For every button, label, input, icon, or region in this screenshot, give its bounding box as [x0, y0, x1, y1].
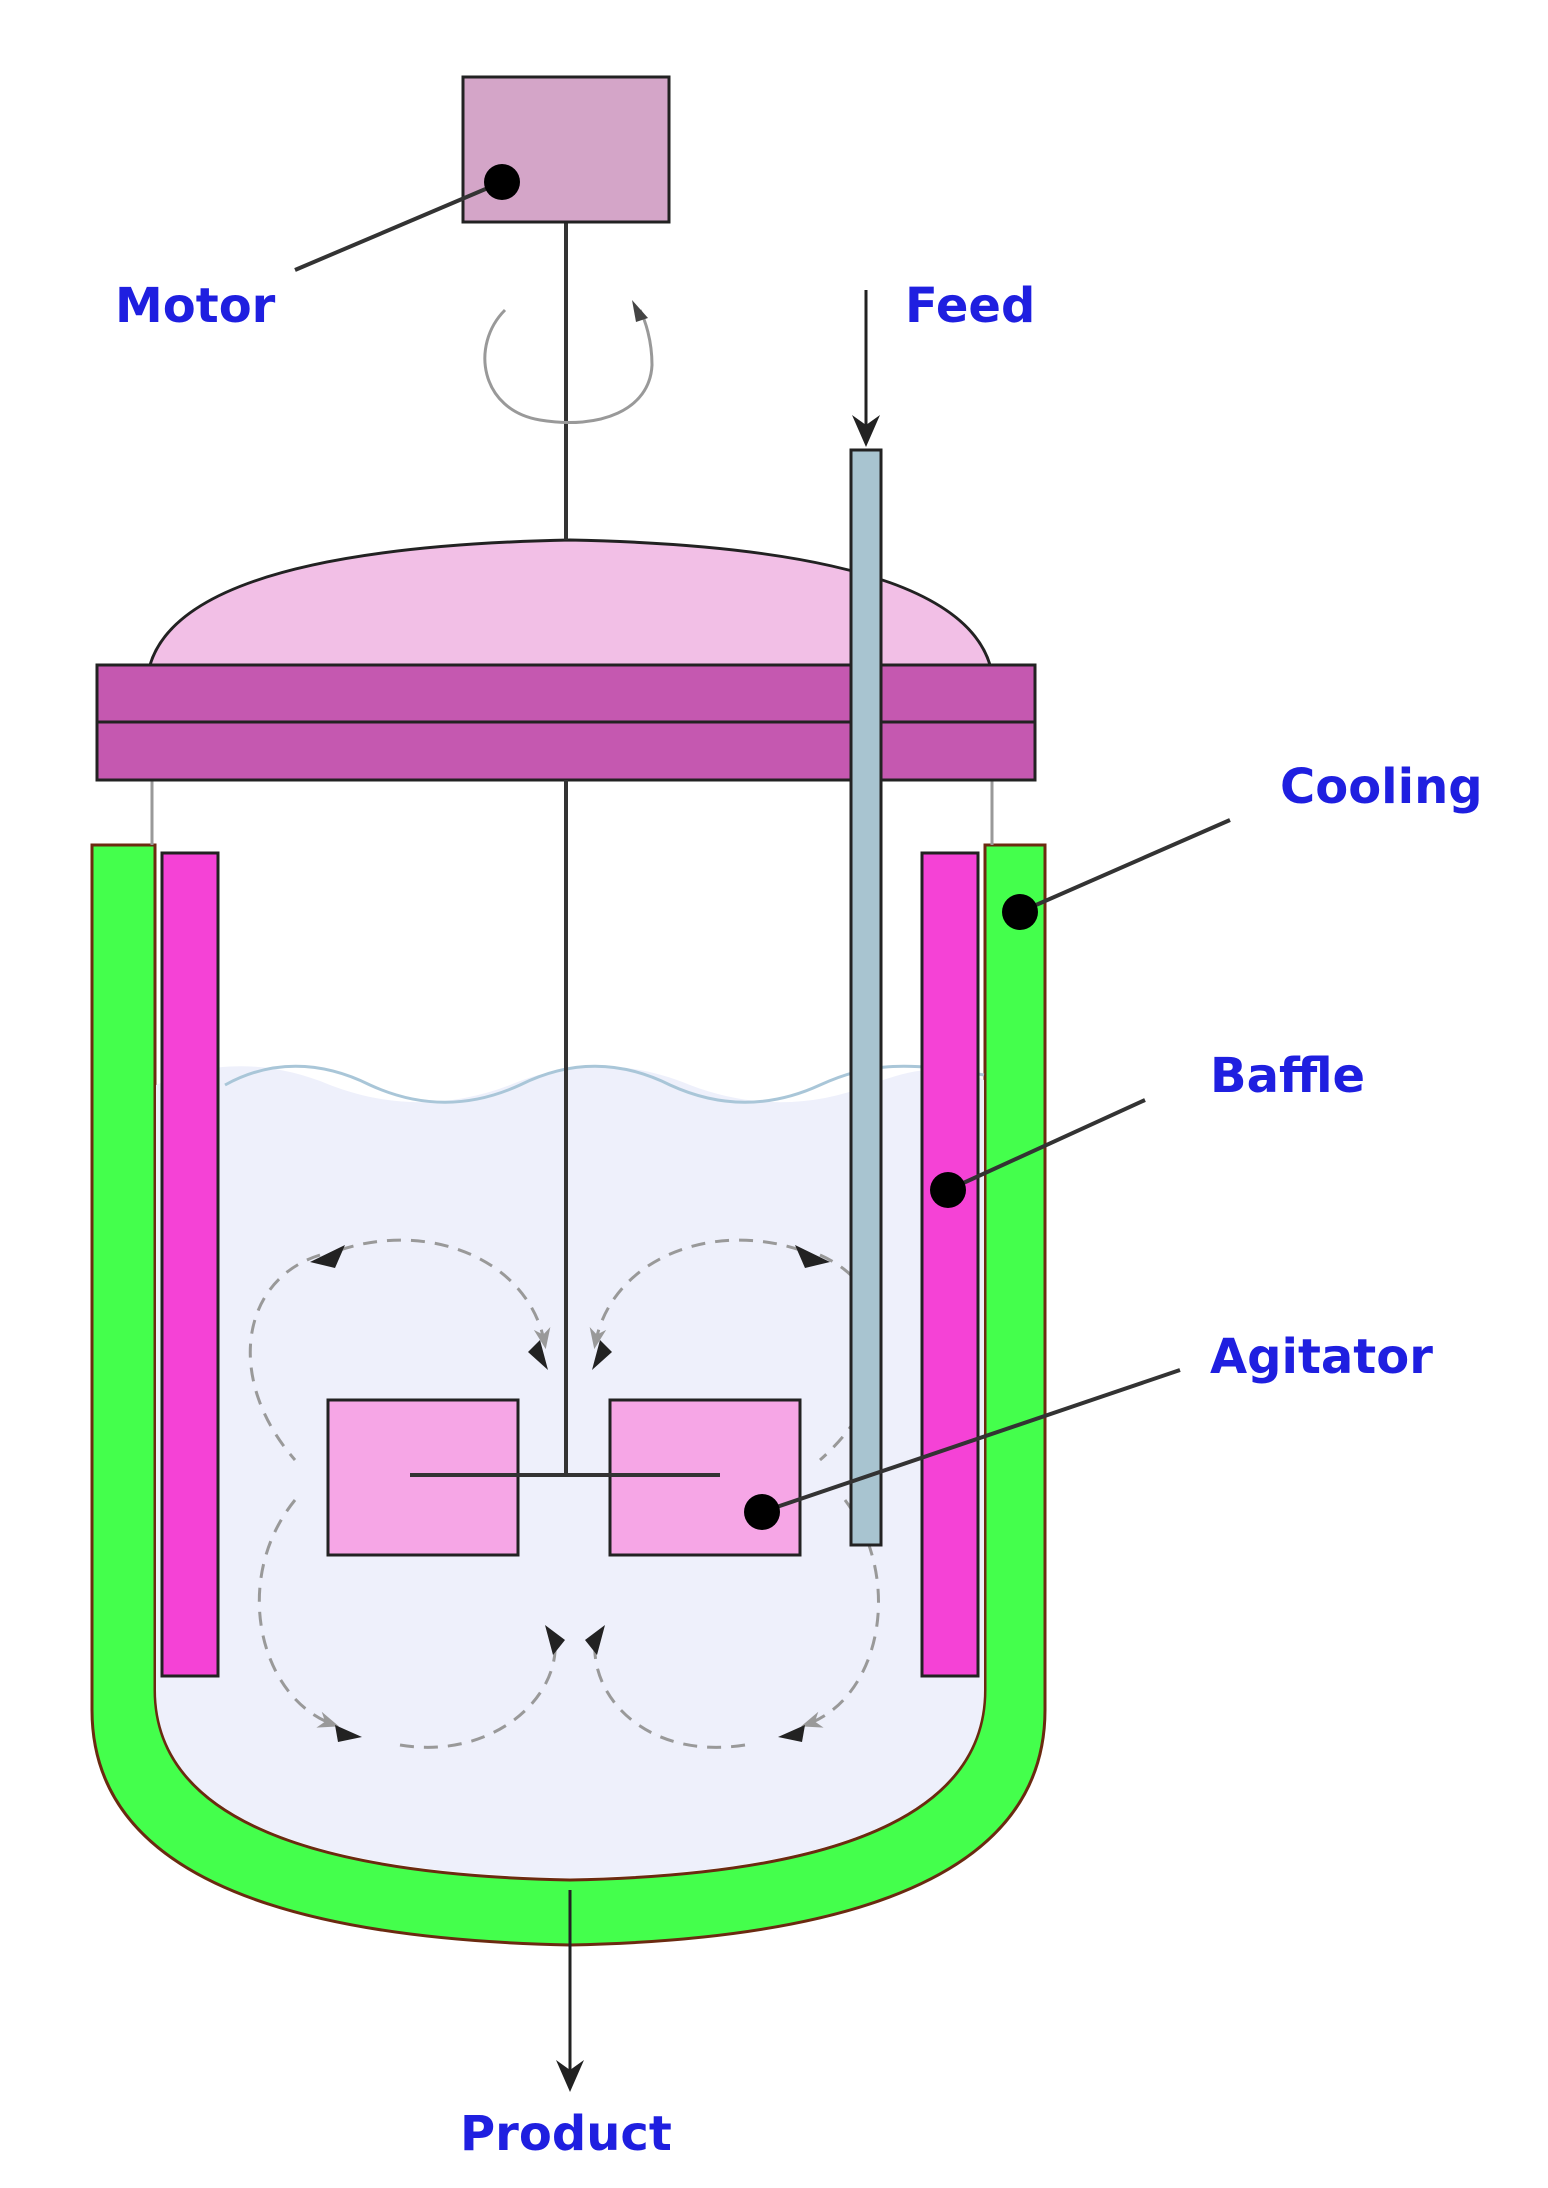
- feed-arrowhead: [852, 415, 880, 447]
- impeller-right: [608, 1398, 802, 1557]
- feed-pipe: [849, 448, 883, 1547]
- liquid: [156, 1066, 984, 1878]
- flow-arrowhead-6: [585, 1625, 605, 1655]
- flow-arrowhead-3: [592, 1340, 612, 1370]
- flow-arrowhead-4: [795, 1245, 830, 1268]
- pointer-baffle-dot: [930, 1172, 966, 1208]
- flow-loop-lower-left-bottom: [399, 1639, 557, 1749]
- lid-dome: [147, 538, 993, 667]
- flow-loop-upper-left-top: [339, 1238, 551, 1350]
- flow-loop-upper-left: [248, 1253, 321, 1461]
- liquid-surface: [224, 1064, 985, 1104]
- pointer-motor-dot: [484, 164, 520, 200]
- baffle-left: [160, 851, 220, 1678]
- flow-arrowheads: [310, 1245, 830, 1742]
- rotation-indicator: [483, 308, 654, 425]
- pointer-agitator-dot: [744, 1494, 780, 1530]
- product-arrowhead: [556, 2060, 584, 2092]
- flow-loop-lower-right-bottom: [593, 1639, 746, 1749]
- flow-arrowhead-7: [335, 1725, 362, 1742]
- flow-arrowhead-8: [778, 1725, 805, 1742]
- flow-arrowhead-5: [545, 1625, 565, 1655]
- rotation-arrowhead: [632, 300, 648, 322]
- pointer-cooling-line: [1019, 818, 1231, 914]
- circulation-flow: [248, 1238, 882, 1749]
- impeller-left: [326, 1398, 520, 1557]
- pointer-agitator-line: [761, 1368, 1181, 1514]
- pointer-cooling-dot: [1002, 894, 1038, 930]
- label-agitator: Agitator: [1210, 1329, 1433, 1385]
- label-cooling: Cooling: [1280, 759, 1483, 815]
- label-product: Product: [460, 2106, 672, 2162]
- label-baffle: Baffle: [1210, 1048, 1365, 1104]
- flange-lower: [95, 720, 1037, 782]
- baffle-right: [920, 851, 980, 1678]
- flow-arrowhead-1: [310, 1245, 345, 1268]
- flow-loop-upper-right-top: [589, 1238, 801, 1350]
- label-feed: Feed: [905, 278, 1035, 334]
- pointer-baffle-line: [947, 1098, 1146, 1192]
- cooling-jacket: [90, 843, 1047, 1947]
- flow-loop-upper-right: [819, 1253, 882, 1462]
- pointers: [294, 164, 1231, 1530]
- flow-arrowhead-2: [528, 1340, 548, 1370]
- motor: [461, 75, 671, 224]
- label-motor: Motor: [115, 278, 276, 334]
- flange-upper: [95, 663, 1037, 724]
- pointer-motor-line: [294, 180, 503, 272]
